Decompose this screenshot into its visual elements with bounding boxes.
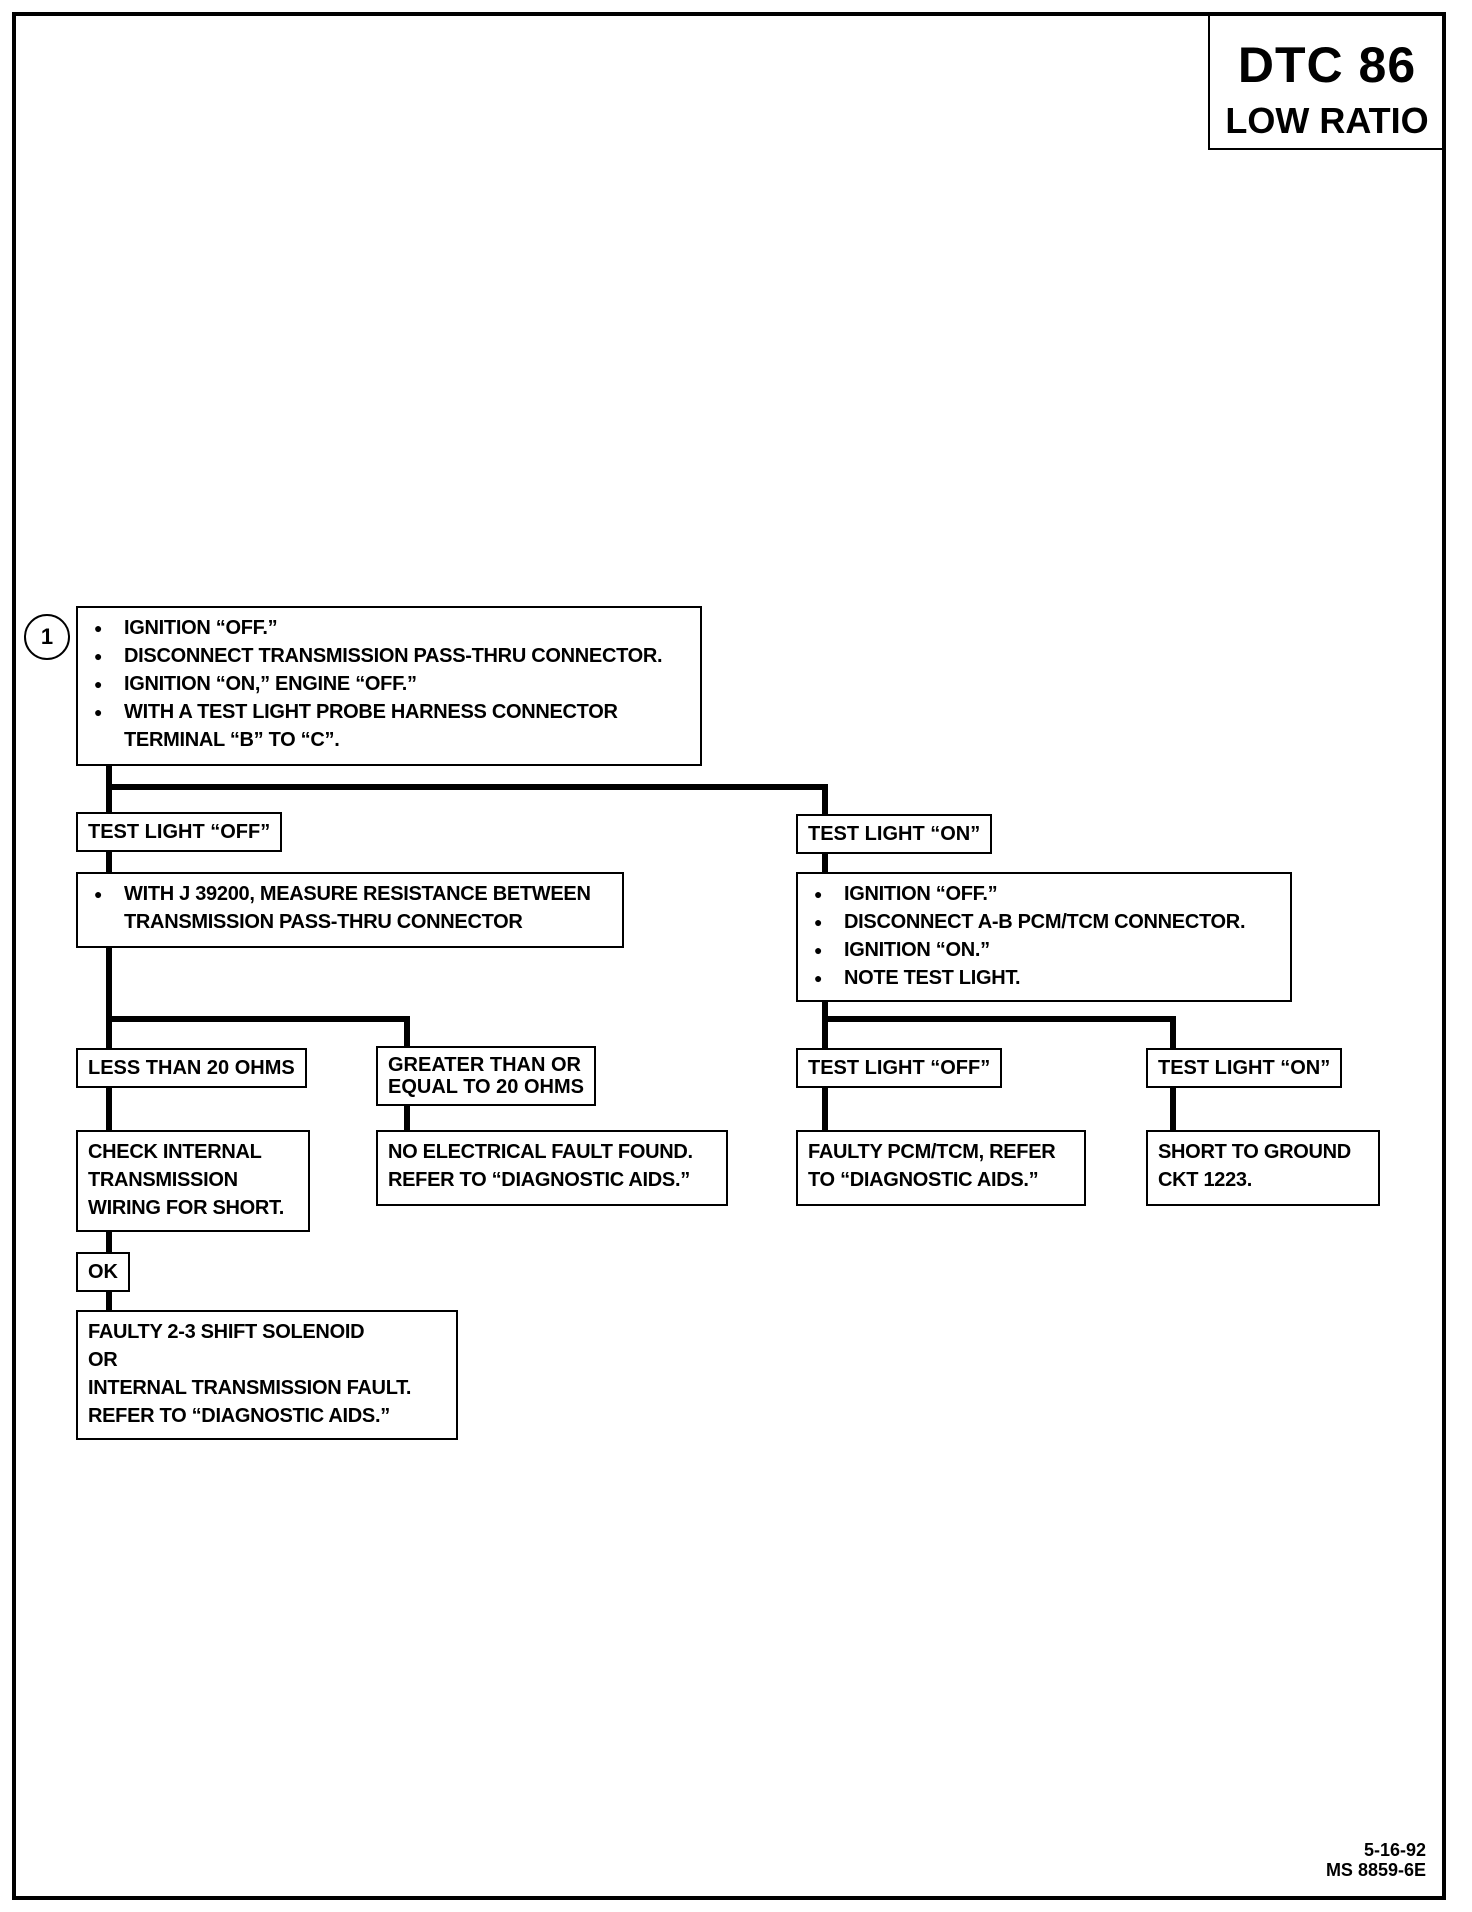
right-step: IGNITION “ON.” — [808, 936, 1280, 964]
connector-line — [106, 784, 828, 790]
less-than-20-label: LESS THAN 20 OHMS — [76, 1048, 307, 1088]
connector-line — [106, 944, 112, 1050]
start-step: IGNITION “OFF.” — [88, 614, 690, 642]
text-line: REFER TO “DIAGNOSTIC AIDS.” — [388, 1169, 690, 1191]
rr-test-light-on-label: TEST LIGHT “ON” — [1146, 1048, 1343, 1088]
footer-date: 5-16-92 — [1363, 1840, 1426, 1860]
connector-line — [822, 784, 828, 814]
right-step: NOTE TEST LIGHT. — [808, 964, 1280, 992]
text-line: SHORT TO GROUND — [1158, 1141, 1351, 1163]
connector-line — [106, 760, 112, 828]
test-light-off-label: TEST LIGHT “OFF” — [76, 812, 283, 852]
text-line: FAULTY 2-3 SHIFT SOLENOID — [88, 1321, 365, 1343]
label-line: GREATER THAN OR — [388, 1054, 581, 1076]
connector-line — [106, 1082, 112, 1132]
text-line: NO ELECTRICAL FAULT FOUND. — [388, 1141, 693, 1163]
final-box: FAULTY 2-3 SHIFT SOLENOID OR INTERNAL TR… — [76, 1310, 458, 1440]
connector-line — [822, 848, 828, 874]
start-step: IGNITION “ON,” ENGINE “OFF.” — [88, 670, 690, 698]
right-steps-box: IGNITION “OFF.” DISCONNECT A-B PCM/TCM C… — [796, 872, 1292, 1002]
text-line: REFER TO “DIAGNOSTIC AIDS.” — [88, 1405, 390, 1427]
greater-than-20-label: GREATER THAN OR EQUAL TO 20 OHMS — [376, 1046, 596, 1106]
rr-test-light-off-label: TEST LIGHT “OFF” — [796, 1048, 1003, 1088]
connector-line — [106, 846, 112, 874]
text-line: FAULTY PCM/TCM, REFER — [808, 1141, 1056, 1163]
text-line: OR — [88, 1349, 118, 1371]
right-step: DISCONNECT A-B PCM/TCM CONNECTOR. — [808, 908, 1280, 936]
connector-line — [822, 1016, 1176, 1022]
right-step: IGNITION “OFF.” — [808, 880, 1280, 908]
test-light-on-label: TEST LIGHT “ON” — [796, 814, 993, 854]
text-line: CKT 1223. — [1158, 1169, 1253, 1191]
dtc-subtitle: LOW RATIO — [1225, 100, 1429, 141]
connector-line — [404, 1082, 410, 1132]
step-number: 1 — [24, 614, 70, 660]
connector-line — [106, 1282, 112, 1312]
connector-line — [404, 1016, 410, 1050]
connector-line — [106, 1228, 112, 1256]
short-ground-box: SHORT TO GROUND CKT 1223. — [1146, 1130, 1380, 1206]
start-box: IGNITION “OFF.” DISCONNECT TRANSMISSION … — [76, 606, 702, 766]
page-frame — [12, 12, 1446, 1900]
title-box: DTC 86 LOW RATIO — [1208, 14, 1444, 150]
no-fault-box: NO ELECTRICAL FAULT FOUND. REFER TO “DIA… — [376, 1130, 728, 1206]
connector-line — [822, 1000, 828, 1050]
connector-line — [1170, 1016, 1176, 1050]
check-wiring-box: CHECK INTERNAL TRANSMISSION WIRING FOR S… — [76, 1130, 310, 1232]
label-line: EQUAL TO 20 OHMS — [388, 1076, 584, 1098]
text-line: CHECK INTERNAL — [88, 1141, 262, 1163]
faulty-pcm-box: FAULTY PCM/TCM, REFER TO “DIAGNOSTIC AID… — [796, 1130, 1086, 1206]
footer-code: MS 8859-6E — [1325, 1860, 1426, 1880]
start-step: WITH A TEST LIGHT PROBE HARNESS CONNECTO… — [88, 698, 690, 754]
text-line: WIRING FOR SHORT. — [88, 1197, 285, 1219]
connector-line — [106, 1016, 410, 1022]
connector-line — [1170, 1082, 1176, 1132]
dtc-code: DTC 86 — [1237, 37, 1417, 93]
measure-box: WITH J 39200, MEASURE RESISTANCE BETWEEN… — [76, 872, 624, 948]
start-step: DISCONNECT TRANSMISSION PASS-THRU CONNEC… — [88, 642, 690, 670]
ok-label: OK — [76, 1252, 130, 1292]
text-line: INTERNAL TRANSMISSION FAULT. — [88, 1377, 412, 1399]
footer: 5-16-92 MS 8859-6E — [1326, 1840, 1426, 1880]
connector-line — [822, 1082, 828, 1132]
text-line: TRANSMISSION — [88, 1169, 238, 1191]
measure-step: WITH J 39200, MEASURE RESISTANCE BETWEEN… — [88, 880, 612, 936]
text-line: TO “DIAGNOSTIC AIDS.” — [808, 1169, 1039, 1191]
